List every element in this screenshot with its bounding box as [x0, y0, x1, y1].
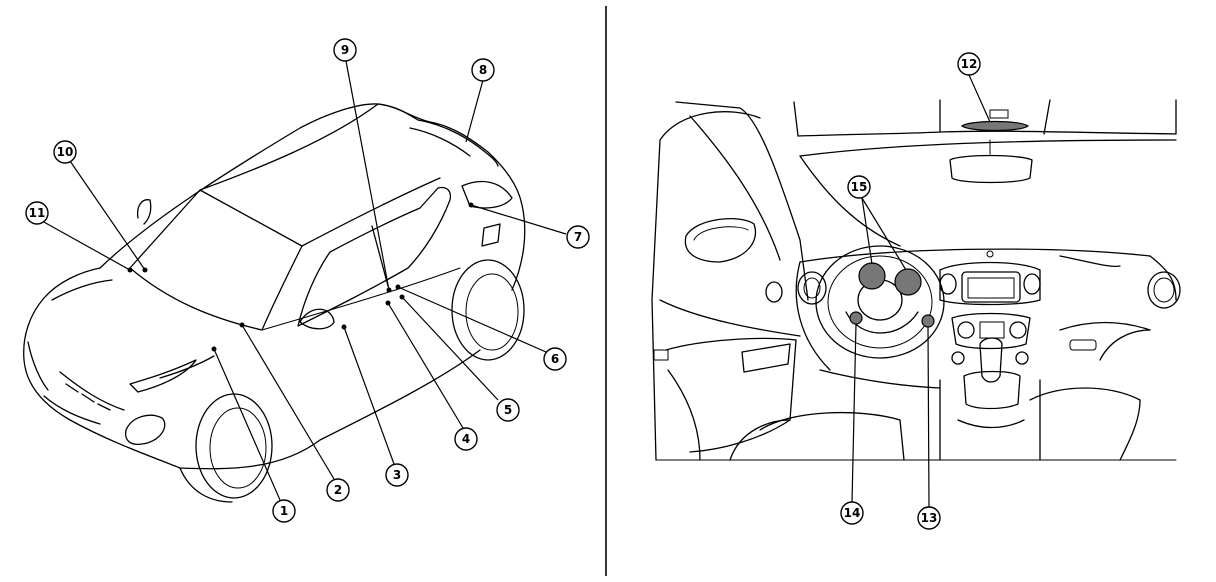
callout-15: 15	[847, 175, 871, 199]
callout-6: 6	[543, 347, 567, 371]
callout-2: 2	[326, 478, 350, 502]
callout-14-label: 14	[844, 506, 861, 520]
callout-8: 8	[471, 58, 495, 82]
vehicle-exterior-drawing	[23, 103, 526, 503]
callout-12: 12	[957, 52, 981, 76]
callout-7-label: 7	[574, 230, 582, 244]
callout-3: 3	[385, 463, 409, 487]
callout-13-label: 13	[921, 511, 938, 525]
callout-8-label: 8	[479, 63, 487, 77]
exterior-target-points	[127, 202, 474, 352]
callout-13: 13	[917, 506, 941, 530]
vehicle-interior-drawing	[651, 99, 1181, 461]
interior-leader-lines	[851, 74, 991, 508]
callout-11-label: 11	[29, 206, 46, 220]
callout-1-label: 1	[280, 504, 288, 518]
callout-3-label: 3	[393, 468, 401, 482]
callout-2-label: 2	[334, 483, 342, 497]
callout-4-label: 4	[462, 432, 470, 446]
callout-12-label: 12	[961, 57, 978, 71]
callout-10: 10	[53, 140, 77, 164]
callout-10-label: 10	[57, 145, 74, 159]
callout-1: 1	[272, 499, 296, 523]
callout-4: 4	[454, 427, 478, 451]
callout-9: 9	[333, 38, 357, 62]
callout-6-label: 6	[551, 352, 559, 366]
callout-11: 11	[25, 201, 49, 225]
callout-15-label: 15	[851, 180, 868, 194]
callout-9-label: 9	[341, 43, 349, 57]
callout-5: 5	[496, 398, 520, 422]
callout-14: 14	[840, 501, 864, 525]
callout-5-label: 5	[504, 403, 512, 417]
callout-7: 7	[566, 225, 590, 249]
exterior-leader-lines	[41, 60, 567, 501]
